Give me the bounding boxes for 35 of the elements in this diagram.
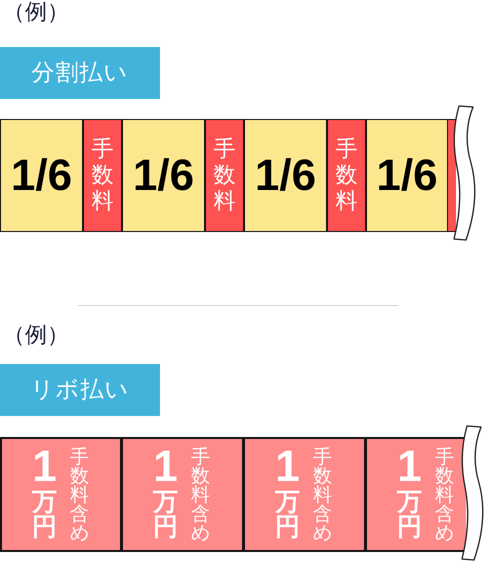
payment-tab [0,47,160,99]
break-symbol [452,105,478,241]
fee-box [83,119,122,232]
amount-text: 1万円 [397,445,422,539]
fee-note: 手数料含め [313,448,332,543]
payment-method: 分割払い [32,62,128,84]
fraction-text: 1/6 [132,154,194,198]
payment-method: リボ払い [30,378,130,402]
fee-note: 手数料含め [70,448,89,543]
fee-text: 手数料 [336,136,358,214]
amount-text: 1万円 [275,445,300,539]
example-label: （例） [3,0,69,26]
fee-box [448,119,456,232]
amount-text: 1万円 [32,445,57,539]
break-symbol [460,425,486,561]
fee-box [205,119,244,232]
fee-note: 手数料含め [435,448,454,543]
fee-text: 手数料 [214,136,236,214]
payment-tab [0,364,160,416]
amount-text: 1万円 [153,445,178,539]
fraction-text: 1/6 [254,154,316,198]
fraction-text: 1/6 [10,154,72,198]
payment-box [121,437,244,552]
fee-box [327,119,366,232]
payment-box [243,437,366,552]
example-label: （例） [3,323,69,349]
payment-box [365,437,466,552]
portion-box [366,119,448,232]
payment-box [0,437,122,552]
fee-note: 手数料含め [191,448,210,543]
portion-box [122,119,205,232]
fraction-text: 1/6 [376,154,438,198]
portion-box [0,119,83,232]
fee-text: 手数料 [92,136,114,214]
portion-box [244,119,327,232]
